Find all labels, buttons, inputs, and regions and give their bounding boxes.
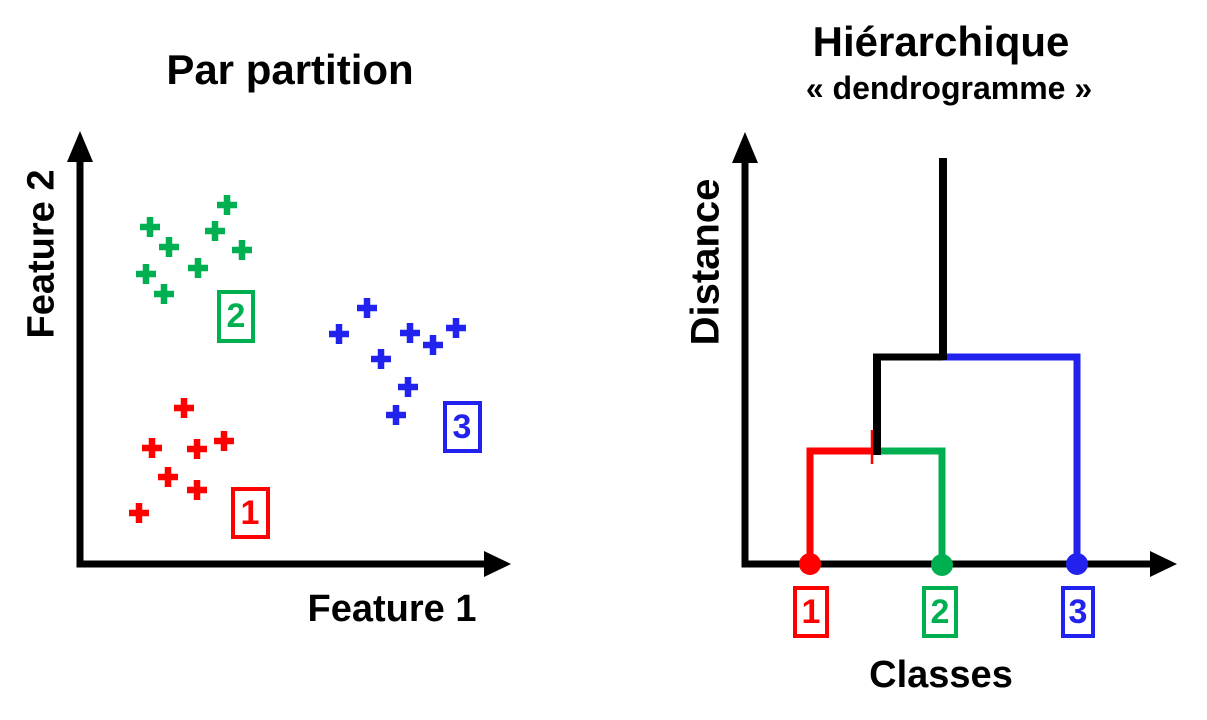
cluster-label-text: 2 — [226, 296, 246, 335]
cluster-label-box-1: 1 — [793, 586, 829, 638]
cluster-1-plus-marker — [187, 480, 207, 500]
dendrogram-leaf-dot — [931, 554, 953, 576]
left-x-axis-label: Feature 1 — [307, 588, 477, 630]
cluster-3-plus-marker — [400, 323, 420, 343]
dendrogram-leaf-dot — [799, 553, 821, 575]
cluster-1-plus-marker — [129, 503, 149, 523]
left-plot-axes — [67, 131, 511, 577]
cluster-label-box-1: 1 — [230, 487, 270, 539]
cluster-label-box-3: 3 — [442, 401, 482, 453]
cluster-2-plus-marker — [136, 264, 156, 284]
cluster-label-box-3: 3 — [1061, 586, 1095, 638]
cluster-2-plus-marker — [188, 258, 208, 278]
left-x-axis-arrowhead-icon — [484, 551, 511, 577]
cluster-2-plus-marker — [154, 284, 174, 304]
cluster-1-plus-marker — [214, 431, 234, 451]
cluster-1-plus-marker — [142, 438, 162, 458]
cluster-2-plus-marker — [217, 195, 237, 215]
dendrogram-leaf-dot — [1066, 553, 1088, 575]
dendrogram-layer — [799, 158, 1088, 576]
cluster-3-plus-marker — [446, 318, 466, 338]
scatter-points-layer — [129, 195, 466, 523]
right-x-axis-label: Classes — [869, 654, 1013, 696]
cluster-1-plus-marker — [187, 439, 207, 459]
cluster-3-plus-marker — [423, 335, 443, 355]
cluster-label-text: 3 — [1068, 592, 1088, 631]
cluster-3-plus-marker — [398, 377, 418, 397]
cluster-label-text: 2 — [930, 592, 950, 631]
cluster-1-plus-marker — [158, 467, 178, 487]
cluster-3-plus-marker — [371, 349, 391, 369]
cluster-label-box-2: 2 — [922, 586, 958, 638]
cluster-2-plus-marker — [159, 237, 179, 257]
right-panel-title: Hiérarchique — [812, 18, 1070, 65]
right-x-axis-arrowhead-icon — [1150, 551, 1177, 577]
cluster-label-text: 3 — [452, 407, 472, 446]
right-y-axis-label: Distance — [683, 178, 728, 346]
cluster-label-text: 1 — [801, 592, 821, 631]
cluster-2-plus-marker — [205, 221, 225, 241]
right-panel-subtitle: « dendrogramme » — [805, 70, 1093, 106]
cluster-2-plus-marker — [140, 217, 160, 237]
cluster-label-box-2: 2 — [217, 289, 255, 343]
cluster-3-plus-marker — [329, 324, 349, 344]
left-y-axis-arrowhead-icon — [67, 131, 93, 162]
left-panel-title: Par partition — [166, 46, 414, 93]
right-y-axis-arrowhead-icon — [732, 132, 758, 163]
left-y-axis-label: Feature 2 — [20, 169, 63, 339]
cluster-2-plus-marker — [232, 240, 252, 260]
cluster-3-plus-marker — [357, 298, 377, 318]
cluster-label-text: 1 — [240, 493, 260, 532]
cluster-1-plus-marker — [174, 398, 194, 418]
cluster-3-plus-marker — [386, 405, 406, 425]
